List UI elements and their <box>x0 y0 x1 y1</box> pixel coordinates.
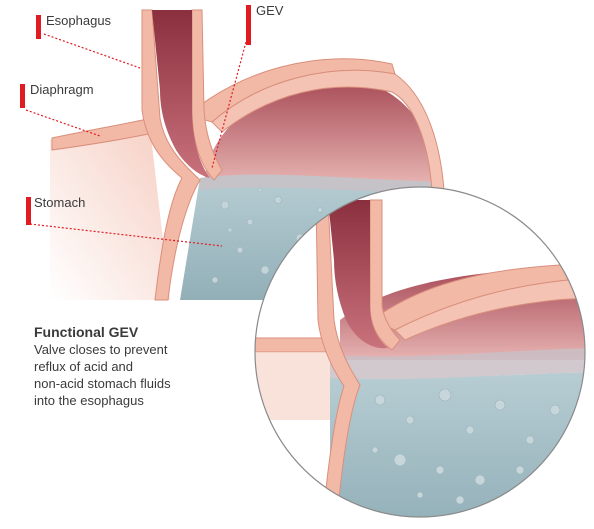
caption-line: reflux of acid and <box>34 358 274 375</box>
caption: Functional GEV Valve closes to prevent r… <box>34 323 274 409</box>
esophagus-label: Esophagus <box>46 13 111 29</box>
caption-line: non-acid stomach fluids <box>34 375 274 392</box>
gev-label: GEV <box>256 3 283 19</box>
stomach-marker <box>26 197 31 225</box>
gev-marker <box>246 5 251 45</box>
caption-line: Valve closes to prevent <box>34 341 274 358</box>
caption-line: into the esophagus <box>34 392 274 409</box>
diaphragm-label: Diaphragm <box>30 82 94 98</box>
magnified-inset <box>250 187 594 524</box>
stomach-label: Stomach <box>34 195 85 211</box>
diaphragm-marker <box>20 84 25 108</box>
esophagus-marker <box>36 15 41 39</box>
caption-title: Functional GEV <box>34 323 274 341</box>
